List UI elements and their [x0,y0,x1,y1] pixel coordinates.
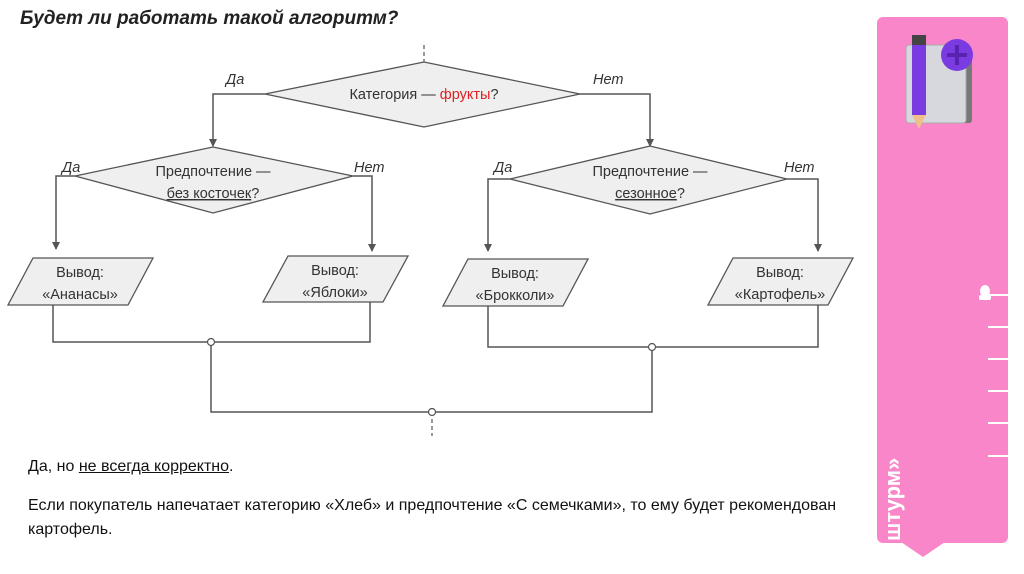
output-potato [706,257,855,306]
side-panel-pointer [901,542,945,557]
junction [427,407,437,417]
side-panel [877,17,1008,543]
right-decision [509,145,788,215]
yes-connector [209,93,265,147]
no-connector [353,175,376,252]
no-connector [787,178,822,252]
no-label: Нет [784,160,814,176]
root-decision-text: Категория — фрукты? [349,87,498,103]
right-decision-line1: Предпочтение — [592,164,708,180]
no-connector [580,93,654,147]
answer-emphasis: не всегда корректно [78,458,230,475]
no-label: Нет [593,72,623,88]
flowchart: Категория — фрукты? Да Нет Предпочтение … [6,45,855,436]
robot-icon [979,285,991,300]
yes-label: Да [60,160,80,176]
output-label: Вывод: [56,265,104,281]
output-pineapple [6,257,155,306]
left-decision-line2: без косточек? [167,186,260,202]
output-value: «Яблоки» [302,285,367,301]
ruler-tick [988,390,1008,392]
slide-title: Будет ли работать такой алгоритм? [20,8,399,29]
answer-text: Да, но не всегда корректно. [28,458,233,476]
answer-prefix: Да, но [28,458,79,475]
output-label: Вывод: [491,266,539,282]
ruler-tick [988,326,1008,328]
right-decision-line2: сезонное? [615,186,685,202]
output-value: «Брокколи» [476,288,555,304]
junction [206,337,216,347]
final-merge [210,342,653,413]
ruler-tick [988,422,1008,424]
explanation-text: Если покупатель напечатает категорию «Хл… [28,497,837,538]
yes-connector [52,175,75,250]
answer-suffix: . [229,458,234,475]
yes-connector [484,178,510,252]
ruler-tick [988,455,1008,457]
side-panel-title: «Мозговой штурм» [854,423,905,541]
no-label: Нет [354,160,384,176]
output-apples [261,255,410,303]
output-value: «Ананасы» [42,287,118,303]
ruler-tick [988,358,1008,360]
ruler-tick [988,294,1008,296]
left-decision-line1: Предпочтение — [155,164,271,180]
left-decision [74,146,354,214]
yes-label: Да [492,160,512,176]
output-label: Вывод: [311,263,359,279]
notebook-pencil-plus-icon [905,35,973,129]
output-value: «Картофель» [735,287,825,303]
junction [647,342,657,352]
yes-label: Да [224,72,244,88]
left-merge [52,302,371,343]
output-label: Вывод: [756,265,804,281]
output-broccoli [441,258,590,307]
right-merge [487,305,819,348]
